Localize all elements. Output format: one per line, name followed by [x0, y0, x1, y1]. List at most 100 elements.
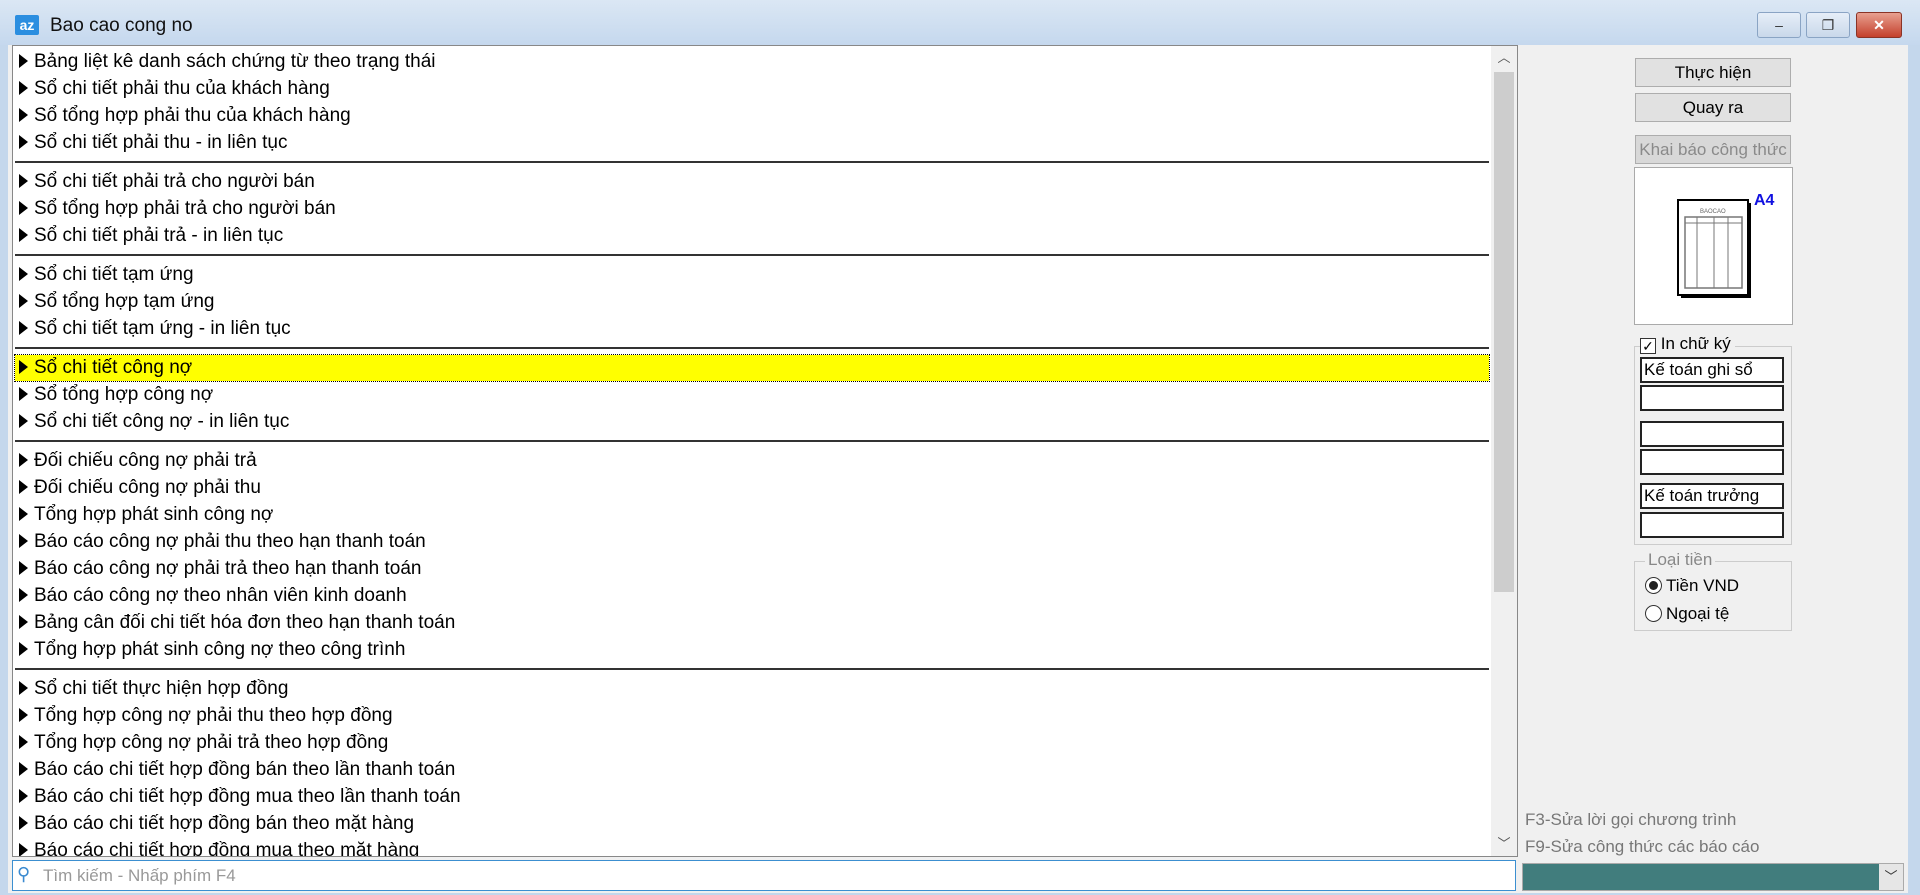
- report-item[interactable]: Báo cáo chi tiết hợp đồng bán theo lần t…: [15, 757, 1489, 783]
- radio-selected-icon[interactable]: [1645, 577, 1662, 594]
- signature-field[interactable]: [1640, 512, 1784, 538]
- report-item[interactable]: Báo cáo chi tiết hợp đồng bán theo mặt h…: [15, 811, 1489, 837]
- signature-field[interactable]: Kế toán ghi sổ: [1640, 357, 1784, 383]
- triangle-right-icon: [19, 735, 28, 749]
- combo-box[interactable]: ﹀: [1522, 863, 1904, 891]
- triangle-right-icon: [19, 789, 28, 803]
- signature-field[interactable]: [1640, 421, 1784, 447]
- report-item[interactable]: Sổ chi tiết phải trả - in liên tục: [15, 223, 1489, 249]
- formula-button[interactable]: Khai báo công thức: [1635, 135, 1791, 164]
- report-item-label: Sổ chi tiết tạm ứng - in liên tục: [34, 318, 291, 339]
- radio-foreign-label: Ngoại tệ: [1666, 604, 1730, 623]
- report-item-label: Sổ tổng hợp phải trả cho người bán: [34, 198, 336, 219]
- report-item-label: Sổ tổng hợp tạm ứng: [34, 291, 215, 312]
- report-item[interactable]: Báo cáo chi tiết hợp đồng mua theo lần t…: [15, 784, 1489, 810]
- execute-button[interactable]: Thực hiện: [1635, 58, 1791, 87]
- radio-vnd[interactable]: Tiền VND: [1645, 576, 1739, 596]
- window-title: Bao cao cong no: [50, 15, 193, 36]
- triangle-right-icon: [19, 762, 28, 776]
- triangle-right-icon: [19, 453, 28, 467]
- report-item-label: Sổ chi tiết thực hiện hợp đồng: [34, 678, 289, 699]
- report-item-label: Sổ tổng hợp phải thu của khách hàng: [34, 105, 351, 126]
- report-item[interactable]: Sổ tổng hợp công nợ: [15, 382, 1489, 408]
- report-item-label: Tổng hợp phát sinh công nợ theo công trì…: [34, 639, 406, 660]
- currency-label: Loại tiền: [1645, 550, 1716, 570]
- paper-size-label: A4: [1754, 192, 1775, 209]
- radio-vnd-label: Tiền VND: [1666, 576, 1740, 595]
- report-item[interactable]: Tổng hợp công nợ phải trả theo hợp đồng: [15, 730, 1489, 756]
- vertical-scrollbar[interactable]: ︿ ﹀: [1491, 46, 1517, 856]
- report-item[interactable]: Sổ chi tiết phải thu - in liên tục: [15, 130, 1489, 156]
- triangle-right-icon: [19, 642, 28, 656]
- group-divider: [15, 161, 1489, 163]
- report-item[interactable]: Sổ tổng hợp phải thu của khách hàng: [15, 103, 1489, 129]
- report-item[interactable]: Báo cáo công nợ phải trả theo hạn thanh …: [15, 556, 1489, 582]
- signature-label: In chữ ký: [1660, 334, 1731, 353]
- report-item[interactable]: Đối chiếu công nợ phải trả: [15, 448, 1489, 474]
- report-item[interactable]: Báo cáo chi tiết hợp đồng mua theo mặt h…: [15, 838, 1489, 857]
- report-item[interactable]: Sổ chi tiết phải trả cho người bán: [15, 169, 1489, 195]
- close-button[interactable]: ✕: [1856, 12, 1902, 38]
- chevron-down-icon[interactable]: ﹀: [1879, 864, 1903, 890]
- radio-foreign[interactable]: Ngoại tệ: [1645, 604, 1729, 624]
- triangle-right-icon: [19, 108, 28, 122]
- report-item-label: Đối chiếu công nợ phải trả: [34, 450, 257, 471]
- report-item-label: Tổng hợp phát sinh công nợ: [34, 504, 274, 525]
- report-item-label: Báo cáo công nợ theo nhân viên kinh doan…: [34, 585, 407, 606]
- report-item[interactable]: Sổ chi tiết tạm ứng: [15, 262, 1489, 288]
- report-item[interactable]: Tổng hợp công nợ phải thu theo hợp đồng: [15, 703, 1489, 729]
- signature-field[interactable]: [1640, 449, 1784, 475]
- report-item-label: Tổng hợp công nợ phải trả theo hợp đồng: [34, 732, 389, 753]
- triangle-right-icon: [19, 174, 28, 188]
- report-item[interactable]: Bảng liệt kê danh sách chứng từ theo trạ…: [15, 49, 1489, 75]
- triangle-right-icon: [19, 54, 28, 68]
- report-item-label: Báo cáo chi tiết hợp đồng bán theo lần t…: [34, 759, 456, 780]
- report-item[interactable]: Sổ chi tiết thực hiện hợp đồng: [15, 676, 1489, 702]
- report-item-label: Báo cáo công nợ phải trả theo hạn thanh …: [34, 558, 422, 579]
- report-item-label: Bảng liệt kê danh sách chứng từ theo trạ…: [34, 51, 436, 72]
- minimize-button[interactable]: –: [1757, 12, 1801, 38]
- report-item-label: Sổ chi tiết phải thu - in liên tục: [34, 132, 288, 153]
- triangle-right-icon: [19, 228, 28, 242]
- report-item[interactable]: Bảng cân đối chi tiết hóa đơn theo hạn t…: [15, 610, 1489, 636]
- report-item-label: Báo cáo chi tiết hợp đồng mua theo lần t…: [34, 786, 461, 807]
- report-item[interactable]: Sổ tổng hợp tạm ứng: [15, 289, 1489, 315]
- triangle-right-icon: [19, 360, 28, 374]
- triangle-right-icon: [19, 414, 28, 428]
- report-item-label: Báo cáo chi tiết hợp đồng bán theo mặt h…: [34, 813, 415, 834]
- group-divider: [15, 668, 1489, 670]
- restore-button[interactable]: ❐: [1806, 12, 1850, 38]
- report-item-label: Sổ chi tiết công nợ - in liên tục: [34, 411, 290, 432]
- scroll-down-icon[interactable]: ﹀: [1497, 836, 1511, 851]
- signature-field[interactable]: Kế toán trưởng: [1640, 483, 1784, 509]
- report-item[interactable]: Báo cáo công nợ phải thu theo hạn thanh …: [15, 529, 1489, 555]
- report-item-label: Báo cáo chi tiết hợp đồng mua theo mặt h…: [34, 840, 420, 857]
- scroll-up-icon[interactable]: ︿: [1497, 50, 1511, 65]
- triangle-right-icon: [19, 507, 28, 521]
- report-list[interactable]: ︿ ﹀ Bảng liệt kê danh sách chứng từ theo…: [12, 45, 1518, 857]
- report-item[interactable]: Sổ chi tiết phải thu của khách hàng: [15, 76, 1489, 102]
- report-item[interactable]: Đối chiếu công nợ phải thu: [15, 475, 1489, 501]
- checkbox-check-icon[interactable]: ✓: [1640, 338, 1656, 354]
- exit-button[interactable]: Quay ra: [1635, 93, 1791, 122]
- report-item[interactable]: Sổ chi tiết công nợ: [14, 354, 1490, 382]
- report-item-label: Sổ chi tiết phải thu của khách hàng: [34, 78, 330, 99]
- triangle-right-icon: [19, 843, 28, 856]
- signature-field[interactable]: [1640, 385, 1784, 411]
- report-item[interactable]: Sổ chi tiết tạm ứng - in liên tục: [15, 316, 1489, 342]
- report-item-label: Báo cáo công nợ phải thu theo hạn thanh …: [34, 531, 426, 552]
- report-item[interactable]: Sổ tổng hợp phải trả cho người bán: [15, 196, 1489, 222]
- signature-checkbox[interactable]: ✓ In chữ ký: [1640, 334, 1735, 354]
- report-item[interactable]: Báo cáo công nợ theo nhân viên kinh doan…: [15, 583, 1489, 609]
- triangle-right-icon: [19, 267, 28, 281]
- search-input[interactable]: Tìm kiếm - Nhấp phím F4: [12, 860, 1516, 891]
- scroll-thumb[interactable]: [1494, 72, 1514, 592]
- radio-empty-icon[interactable]: [1645, 605, 1662, 622]
- report-item[interactable]: Tổng hợp phát sinh công nợ: [15, 502, 1489, 528]
- triangle-right-icon: [19, 480, 28, 494]
- hint-f3: F3-Sửa lời gọi chương trình: [1525, 810, 1737, 829]
- triangle-right-icon: [19, 588, 28, 602]
- report-item[interactable]: Tổng hợp phát sinh công nợ theo công trì…: [15, 637, 1489, 663]
- report-item-label: Sổ chi tiết phải trả - in liên tục: [34, 225, 284, 246]
- report-item[interactable]: Sổ chi tiết công nợ - in liên tục: [15, 409, 1489, 435]
